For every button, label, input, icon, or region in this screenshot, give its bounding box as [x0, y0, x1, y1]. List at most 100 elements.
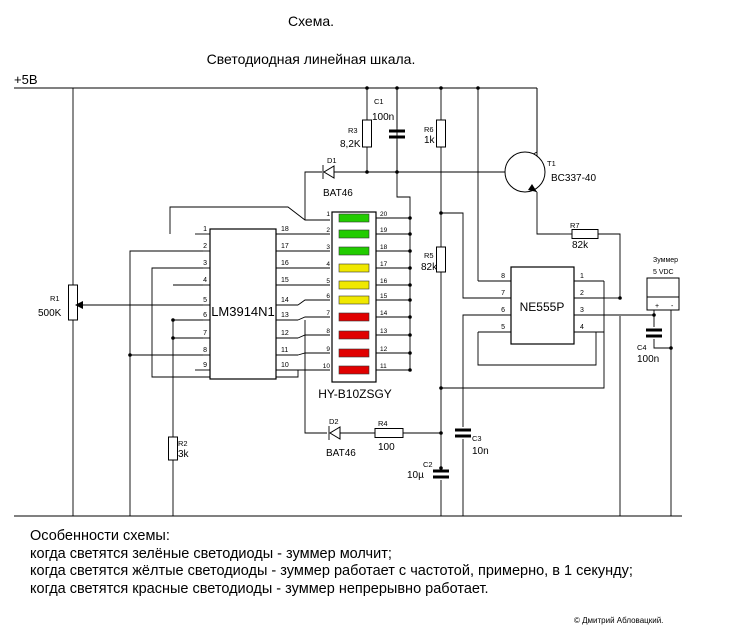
- lm3914-pin-number: 9: [203, 362, 207, 369]
- junction-dot: [439, 211, 443, 215]
- lm3914-pin-number: 8: [203, 347, 207, 354]
- led-pin-number: 9: [326, 346, 330, 353]
- buzzer-ref: Зуммер: [653, 257, 678, 264]
- r7-value: 82k: [572, 240, 589, 251]
- r4-value: 100: [378, 442, 395, 453]
- led-segment: [338, 312, 370, 322]
- lm3914-pin-number: 10: [281, 362, 289, 369]
- led-pin-number: 17: [380, 261, 388, 268]
- d1-diode: [323, 165, 335, 179]
- c4-ref: C4: [637, 343, 647, 352]
- lm3914-pin-number: 3: [203, 260, 207, 267]
- labels: Схема. Светодиодная линейная шкала. +5В R1 5…: [14, 13, 678, 481]
- led-segment: [338, 280, 370, 290]
- note-green: когда светятся зелёные светодиоды - зумм…: [30, 545, 392, 562]
- lm3914-pin-number: 16: [281, 260, 289, 267]
- ne555-label: NE555P: [520, 300, 565, 314]
- junction-dot: [171, 336, 175, 340]
- junction-dot: [408, 368, 412, 372]
- transistor-ref: T1: [547, 159, 556, 168]
- r2-ref: R2: [178, 439, 188, 448]
- junction-dot: [395, 86, 399, 90]
- lm3914-pin-number: 14: [281, 297, 289, 304]
- wire: [653, 339, 671, 349]
- r4-resistor: [374, 428, 404, 438]
- junction-dot: [476, 86, 480, 90]
- t1-emitter-arrow: [528, 184, 537, 192]
- lm3914-pin-number: 1: [203, 226, 207, 233]
- junction-dot: [365, 86, 369, 90]
- junction-dot: [652, 313, 656, 317]
- junction-dot: [439, 466, 443, 470]
- wires: [14, 86, 682, 517]
- ne555-pin-number: 4: [580, 324, 584, 331]
- power-rail-label: +5В: [14, 72, 38, 87]
- lm3914-pin-number: 4: [203, 277, 207, 284]
- d1-ref: D1: [327, 156, 337, 165]
- led-segment: [338, 348, 370, 358]
- wire-pin1-ground: [441, 281, 605, 389]
- r6-resistor: [436, 119, 446, 148]
- led-pin-number: 11: [380, 363, 387, 370]
- buzzer-minus: -: [671, 303, 674, 310]
- wire-pin3-pin10: [151, 267, 299, 378]
- r4-ref: R4: [378, 419, 388, 428]
- junction-dot: [408, 283, 412, 287]
- junction-dot: [128, 353, 132, 357]
- led-pin-number: 16: [380, 278, 388, 285]
- lm3914-pin-number: 15: [281, 277, 289, 284]
- circuit-notes: Особенности схемы: когда светятся зелёны…: [30, 528, 720, 598]
- junction-dot: [669, 346, 673, 350]
- note-red: когда светятся красные светодиоды - зумм…: [30, 580, 489, 597]
- r1-value: 500K: [38, 308, 62, 319]
- r7-ref: R7: [570, 221, 580, 230]
- lm3914-pin-number: 6: [203, 312, 207, 319]
- led-pin-number: 6: [326, 293, 330, 300]
- r7-resistor: [571, 229, 599, 239]
- led-pin-number: 20: [380, 211, 388, 218]
- buzzer-body: [646, 277, 680, 298]
- c1-value: 100n: [372, 112, 394, 123]
- led-segment: [338, 263, 370, 273]
- junction-dot: [365, 170, 369, 174]
- wire-d1: [304, 171, 322, 220]
- r2-value: 3k: [178, 449, 190, 460]
- c2-value: 10µ: [407, 470, 424, 481]
- diagram-subtitle: Светодиодная линейная шкала.: [207, 51, 416, 67]
- ne555-pin-number: 6: [501, 307, 505, 314]
- junction-dot: [408, 249, 412, 253]
- led-pin-number: 2: [326, 227, 330, 234]
- notes-heading: Особенности схемы:: [30, 528, 170, 544]
- led-segment: [338, 213, 370, 223]
- wire-r5-pin7: [441, 212, 508, 299]
- ne555-pin-number: 8: [501, 273, 505, 280]
- ne555-pin-number: 1: [580, 273, 584, 280]
- lm3914-pin-number: 2: [203, 243, 207, 250]
- wire: [297, 334, 330, 339]
- led-pin-number: 15: [380, 293, 388, 300]
- junction-dot: [408, 298, 412, 302]
- led-pin-number: 13: [380, 328, 388, 335]
- led-bar-label: HY-B10ZSGY: [318, 387, 392, 401]
- c3-ref: C3: [472, 434, 482, 443]
- wire-pin5-pin4: [477, 332, 597, 366]
- diagram-title: Схема.: [288, 13, 334, 29]
- r5-ref: R5: [424, 251, 434, 260]
- junction-dot: [408, 315, 412, 319]
- ne555-pin-number: 3: [580, 307, 584, 314]
- led-pin-number: 4: [326, 261, 330, 268]
- wire-pin1-led1: [169, 206, 330, 234]
- led-pin-number: 1: [326, 211, 330, 218]
- lm3914-pin-number: 5: [203, 297, 207, 304]
- wire: [598, 233, 621, 298]
- wire-pin6-c3: [462, 314, 478, 427]
- c4-value: 100n: [637, 354, 659, 365]
- lm3914-pin-number: 13: [281, 312, 289, 319]
- ne555-ic: [510, 266, 575, 345]
- lm3914-pin-number: 11: [281, 347, 288, 354]
- led-segment: [338, 295, 370, 305]
- c2-ref: C2: [423, 460, 433, 469]
- r1-ref: R1: [50, 294, 60, 303]
- lm3914-pin-number: 7: [203, 330, 207, 337]
